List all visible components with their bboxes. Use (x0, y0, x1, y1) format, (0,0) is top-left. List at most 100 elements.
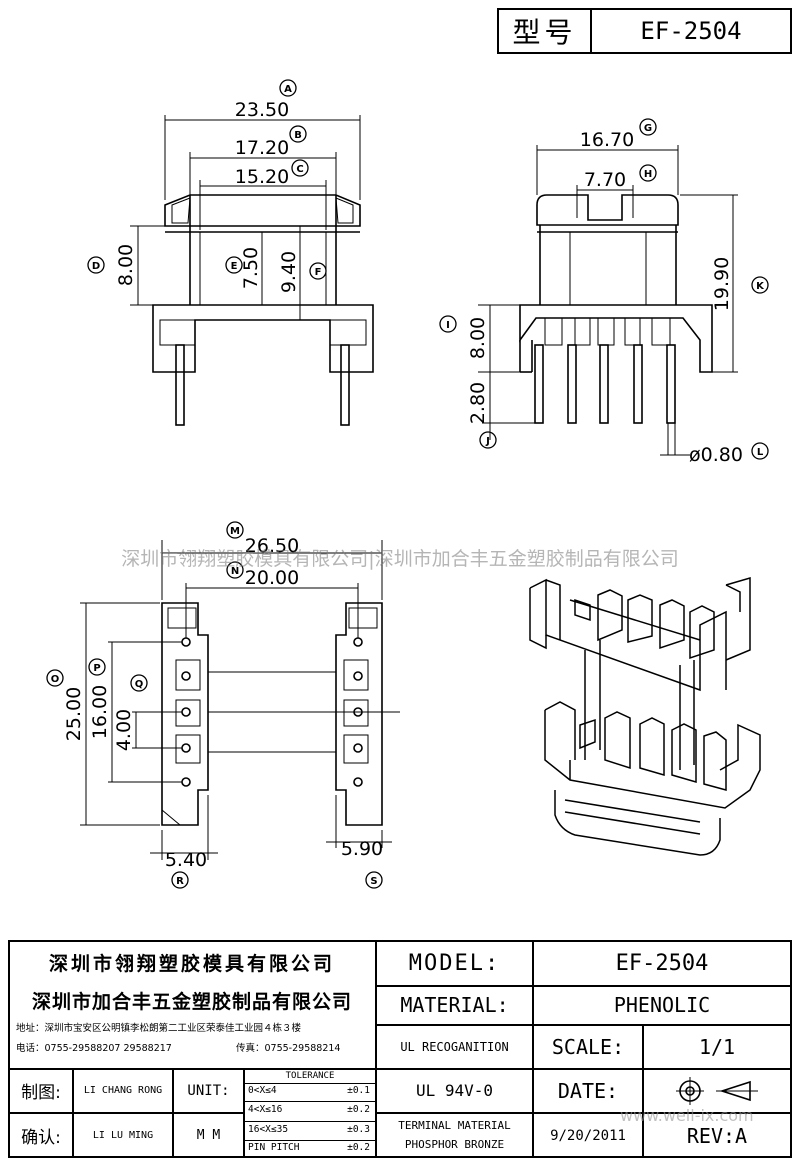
dim-k-value: 19.90 (711, 257, 733, 311)
tb-hline-left (8, 1068, 375, 1070)
material-label: MATERIAL: (400, 993, 509, 1017)
tb-tol-h1 (243, 1083, 375, 1084)
tag-m: M (230, 526, 240, 537)
tag-f: F (315, 267, 322, 278)
rev-label: REV:A (686, 1123, 748, 1148)
dim-r-value: 5.40 (165, 849, 207, 871)
tag-o: O (51, 674, 60, 685)
tag-d: D (92, 261, 100, 272)
header-model-value: EF-2504 (640, 17, 742, 45)
tag-g: G (644, 123, 652, 134)
projection-symbol-icon (676, 1077, 758, 1105)
tol-range: 16<X≤35 (248, 1124, 289, 1135)
dim-o-value: 25.00 (63, 687, 85, 741)
tag-j: J (485, 436, 490, 447)
dim-j-value: 2.80 (467, 382, 489, 424)
scale-label: SCALE: (551, 1034, 625, 1059)
model-value: EF-2504 (615, 951, 709, 976)
company-address: 地址：深圳市宝安区公明镇李松朗第二工业区荣泰佳工业园４栋３楼 (16, 1023, 302, 1034)
terminal-material-line1: TERMINAL MATERIAL (398, 1118, 511, 1132)
dimension-tag-circles (46, 79, 769, 889)
front-pin-right (340, 344, 350, 426)
tag-b: B (294, 130, 302, 141)
checked-by-label: 确认: (21, 1128, 61, 1148)
tolerance-row: 4<X≤16 ±0.2 (248, 1104, 372, 1120)
drawing-canvas: A B C D E F G H I J K L M N O P Q R S 23… (46, 79, 769, 889)
terminal-material-line2: PHOSPHOR BRONZE (404, 1137, 505, 1151)
tag-q: Q (135, 679, 144, 690)
dim-s-value: 5.90 (341, 838, 383, 860)
tb-hline-1 (375, 985, 792, 987)
front-view (130, 115, 374, 426)
tolerance-title: TOLERANCE (285, 1071, 335, 1081)
tb-tol-h3 (243, 1121, 375, 1122)
tag-c: C (296, 164, 303, 175)
dimension-tag-letters: A B C D E F G H I J K L M N O P Q R S (51, 84, 765, 887)
material-value: PHENOLIC (613, 993, 711, 1017)
dim-h-value: 7.70 (584, 169, 626, 191)
isometric-view (529, 577, 761, 856)
dim-i-value: 8.00 (467, 317, 489, 359)
side-pin-5 (666, 344, 676, 424)
side-pin-2 (567, 344, 577, 424)
dim-f-value: 9.40 (278, 251, 300, 293)
tag-r: R (176, 876, 184, 887)
dimension-values: 23.50 17.20 15.20 8.00 7.50 9.40 16.70 7… (63, 99, 743, 871)
side-pin-1 (534, 344, 544, 424)
tag-s: S (370, 876, 377, 887)
bottom-left-rail (161, 602, 209, 826)
header-model-box (497, 8, 792, 54)
tb-hline-2 (375, 1024, 792, 1026)
watermark-banner: 深圳市翎翔塑胶模具有限公司|深圳市加合丰五金塑胶制品有限公司 (121, 548, 679, 570)
tolerance-row: 16<X≤35 ±0.3 (248, 1124, 372, 1140)
tag-a: A (284, 84, 292, 95)
tolerance-row: PIN PITCH ±0.2 (248, 1142, 372, 1157)
tol-value: ±0.1 (347, 1085, 370, 1096)
tb-hline-left-mid (8, 1112, 243, 1114)
front-base (152, 304, 374, 373)
drawn-by-value: LI CHANG RONG (83, 1085, 163, 1096)
tb-vline-company (375, 940, 377, 1158)
dim-b-value: 17.20 (235, 137, 289, 159)
date-label: DATE: (557, 1078, 619, 1103)
tol-value: ±0.3 (347, 1124, 370, 1135)
date-value: 9/20/2011 (550, 1127, 626, 1144)
tb-hline-3 (375, 1068, 792, 1070)
dim-d-value: 8.00 (115, 244, 137, 286)
dim-p-value: 16.00 (89, 685, 111, 739)
dim-n-value: 20.00 (245, 567, 299, 589)
bottom-right-rail (335, 602, 383, 826)
tb-vline-right (532, 940, 534, 1158)
dim-e-value: 7.50 (240, 247, 262, 289)
tb-vline-c (243, 1068, 245, 1158)
tag-l: L (757, 447, 764, 458)
ul-label: UL RECOGANITION (400, 1039, 509, 1054)
tb-vline-b (172, 1068, 174, 1158)
dim-a-value: 23.50 (235, 99, 289, 121)
tb-hline-4 (375, 1112, 792, 1114)
tb-vline-scale (642, 1024, 644, 1158)
dim-l-value: ø0.80 (689, 444, 743, 466)
watermark-site: www.well-ix.com (620, 1106, 754, 1125)
side-pin-4 (633, 344, 643, 424)
side-pin-3 (599, 344, 609, 424)
tol-range: 4<X≤16 (248, 1104, 283, 1115)
tol-value: ±0.2 (347, 1104, 370, 1115)
model-label: MODEL: (408, 951, 501, 976)
dim-c-value: 15.20 (235, 166, 289, 188)
tag-k: K (756, 281, 765, 292)
company-name-1: 深圳市翎翔塑胶模具有限公司 (48, 952, 335, 975)
tb-vline-a (72, 1068, 74, 1158)
tag-h: H (644, 169, 652, 180)
tol-range: PIN PITCH (248, 1142, 300, 1153)
tb-tol-h2 (243, 1101, 375, 1102)
bottom-view (80, 540, 400, 860)
tag-i: I (446, 320, 450, 331)
title-block (8, 940, 792, 1158)
dim-g-value: 16.70 (580, 129, 634, 151)
tag-n: N (231, 566, 239, 577)
tolerance-row: 0<X≤4 ±0.1 (248, 1085, 372, 1101)
unit-label: UNIT: (187, 1082, 230, 1099)
iso-front-wall (544, 710, 761, 809)
iso-underside (554, 790, 721, 856)
